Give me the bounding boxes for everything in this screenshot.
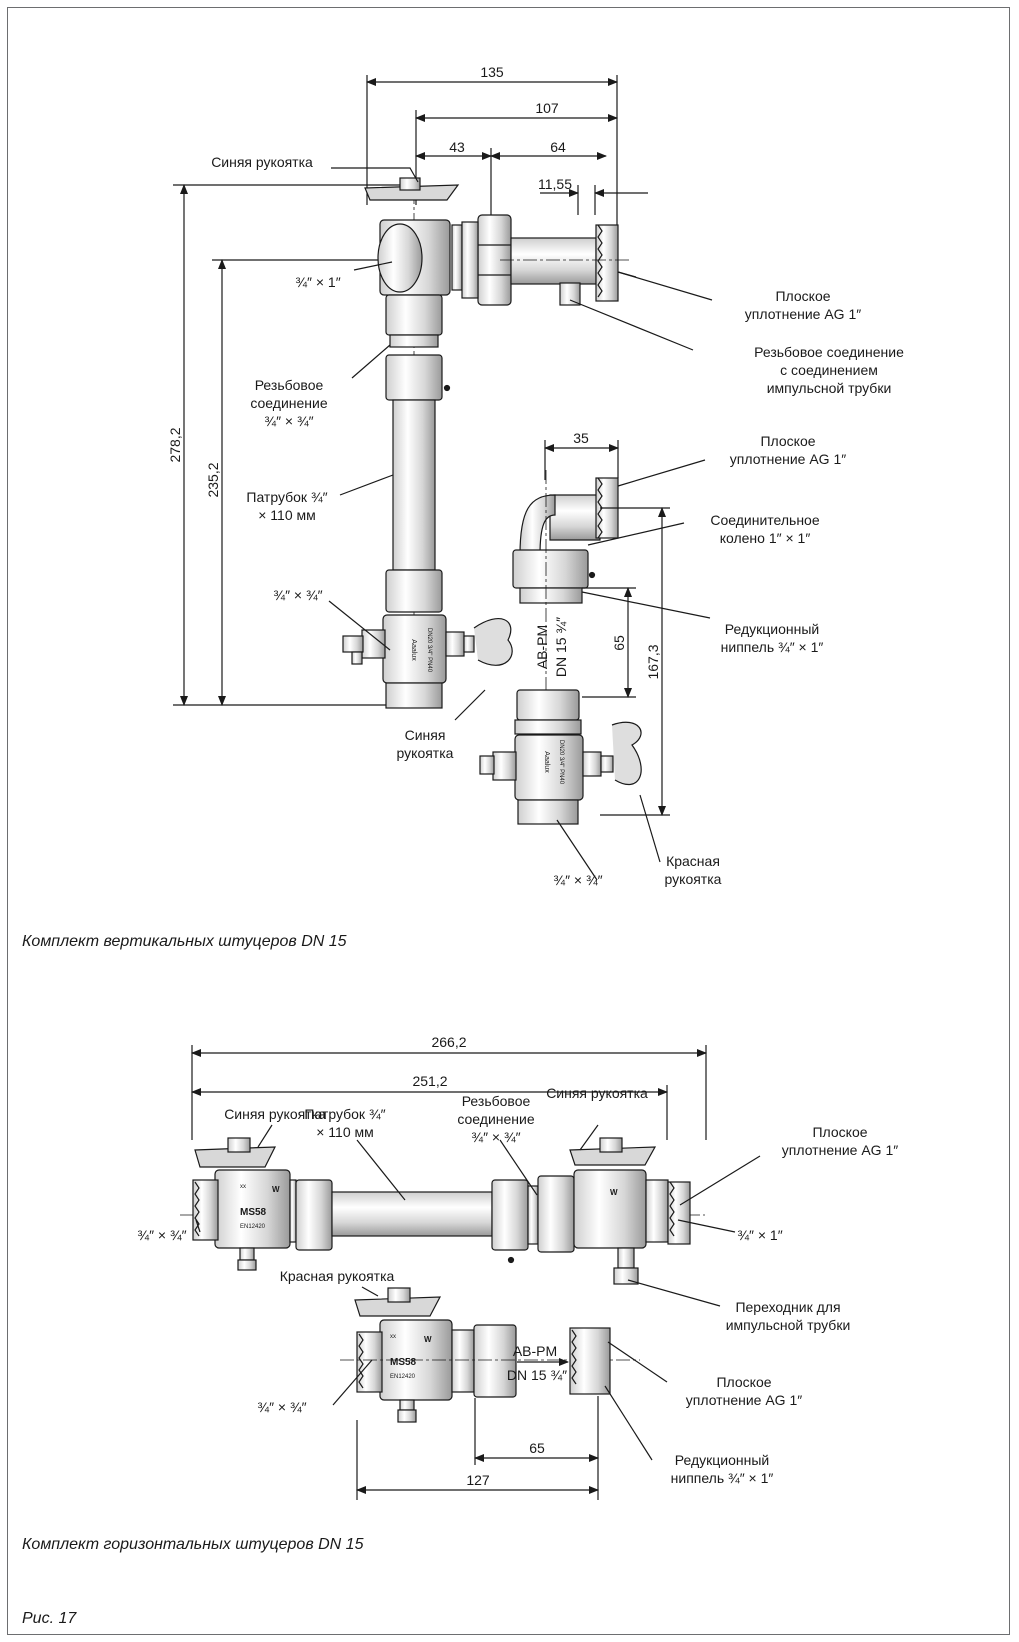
label-ab-pm-v-line1: AB-PM [534,625,550,669]
label-ab-pm-v-line2: DN 15 ¾″ [553,617,569,677]
label-pipe-h-line2: × 110 мм [316,1124,374,1140]
dim-266-2: 266,2 [431,1034,466,1050]
caption-horizontal: Комплект горизонтальных штуцеров DN 15 [22,1536,364,1553]
label-reducing-nipple-line2: ниппель ¾″ × 1″ [721,639,824,655]
label-blue-handle-right: Синяя рукоятка [546,1085,648,1101]
label-flat-seal-1-line1: Плоское [775,288,830,304]
label-adapter-line2: импульсной трубки [726,1317,851,1333]
label-blue-handle-bottom-line2: рукоятка [397,745,454,761]
marking-ms58-bottom: MS58 [390,1357,417,1368]
label-reducing-nipple-h-line1: Редукционный [675,1452,769,1468]
label-blue-handle-left: Синяя рукоятка [224,1106,326,1122]
label-threaded-h-line2: соединение [457,1111,534,1127]
marking-ms58-left: MS58 [240,1207,267,1218]
label-red-handle-line2: рукоятка [665,871,722,887]
label-flat-seal-right-line2: уплотнение AG 1″ [782,1142,898,1158]
dim-65-h: 65 [529,1440,545,1456]
label-threaded-impulse-line3: импульсной трубки [767,380,892,396]
label-pipe-line1: Патрубок ¾″ [246,489,327,505]
label-flat-seal-bottom-line2: уплотнение AG 1″ [686,1392,802,1408]
label-threaded-h-line3: ¾″ × ¾″ [471,1129,520,1145]
vertical-text: 135 107 43 64 11,55 278,2 235,2 35 65 16… [167,64,904,888]
caption-vertical: Комплект вертикальных штуцеров DN 15 [22,933,347,950]
dim-11-55: 11,55 [538,176,572,192]
label-red-handle-h: Красная рукоятка [280,1268,395,1284]
label-adapter-line1: Переходник для [735,1299,840,1315]
label-elbow-line1: Соединительное [710,512,819,528]
label-pipe-h-line1: Патрубок ¾″ [304,1106,385,1122]
horizontal-set [180,1045,761,1500]
label-conn-34-34-left-h: ¾″ × ¾″ [137,1227,186,1243]
dim-135: 135 [480,64,504,80]
dim-35: 35 [573,430,589,446]
marking-w-right: W [610,1188,618,1197]
marking-w-left: W [272,1185,280,1194]
label-conn-34-34-bottom: ¾″ × ¾″ [553,872,602,888]
marking-en-left: EN12420 [240,1224,266,1230]
label-conn-34-34-bottom-h: ¾″ × ¾″ [257,1399,306,1415]
left-ball-valve [192,1137,297,1271]
label-red-handle-line1: Красная [666,853,720,869]
label-flat-seal-1-line2: уплотнение AG 1″ [745,306,861,322]
label-threaded-h-line1: Резьбовое [462,1093,531,1109]
vertical-set [173,75,713,881]
dim-235-2: 235,2 [205,462,221,497]
marking-en-bottom: EN12420 [390,1374,416,1380]
valve-marking-4: DN20 3/4" PN40 [558,740,564,785]
label-threaded-impulse-line1: Резьбовое соединение [754,344,904,360]
label-conn-34-34-left: ¾″ × ¾″ [273,587,322,603]
label-ab-pm-h-line2: DN 15 ¾″ [507,1367,567,1383]
label-threaded-conn-line3: ¾″ × ¾″ [264,413,313,429]
dim-64: 64 [550,139,566,155]
dim-65: 65 [611,635,627,651]
bottom-left-ball-valve [342,614,513,709]
right-ball-valve [537,1137,691,1285]
label-conn-34-1-h: ¾″ × 1″ [737,1227,782,1243]
label-elbow-line2: колено 1″ × 1″ [720,530,811,546]
elbow-assembly [479,470,642,825]
label-threaded-conn-line1: Резьбовое [255,377,324,393]
label-threaded-impulse-line2: с соединением [780,362,878,378]
marking-xx-left: xx [240,1184,246,1190]
label-flat-seal-bottom-line1: Плоское [716,1374,771,1390]
figure-number: Рис. 17 [22,1610,77,1627]
valve-marking-1: Aaalux [410,639,417,661]
dim-167-3: 167,3 [645,644,661,679]
label-ab-pm-h-line1: AB-PM [513,1343,557,1359]
top-ball-valve [364,177,630,306]
dim-127: 127 [466,1472,490,1488]
label-reducing-nipple-h-line2: ниппель ¾″ × 1″ [671,1470,774,1486]
dim-107: 107 [535,100,559,116]
label-conn-34-1: ¾″ × 1″ [295,274,340,290]
label-threaded-conn-line2: соединение [250,395,327,411]
label-flat-seal-2-line1: Плоское [760,433,815,449]
dim-278-2: 278,2 [167,427,183,462]
label-flat-seal-2-line2: уплотнение AG 1″ [730,451,846,467]
marking-xx-bottom: xx [390,1334,396,1340]
label-blue-handle-bottom-line1: Синяя [405,727,446,743]
valve-marking-2: DN20 3/4" PN40 [426,628,432,673]
label-pipe-line2: × 110 мм [258,507,316,523]
bottom-ball-valve [340,1287,640,1423]
valve-marking-3: Aaalux [543,751,550,773]
figure-frame [7,7,1010,1635]
label-blue-handle-top: Синяя рукоятка [211,154,313,170]
horizontal-text: 266,2 251,2 65 127 Синяя рукоятка Патруб… [137,1034,898,1488]
marking-w-bottom: W [424,1335,432,1344]
label-reducing-nipple-line1: Редукционный [725,621,819,637]
dim-251-2: 251,2 [412,1073,447,1089]
dim-43: 43 [449,139,465,155]
label-flat-seal-right-line1: Плоское [812,1124,867,1140]
